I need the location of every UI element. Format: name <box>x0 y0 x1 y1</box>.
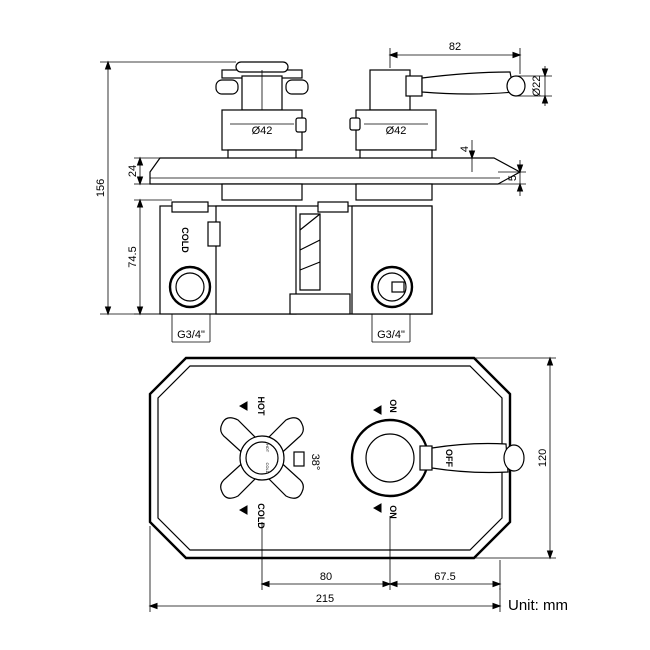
on-bottom-marker-icon <box>372 503 382 513</box>
dim-inlet-right: G3/4" <box>377 329 405 341</box>
dim-body-height: 74.5 <box>127 246 139 267</box>
dim-diverter-dia: Ø42 <box>252 125 273 137</box>
dim-handle-dia: Ø22 <box>531 76 543 97</box>
dim-total-height: 156 <box>95 179 107 197</box>
markers <box>238 401 382 515</box>
label-off: OFF <box>444 449 454 467</box>
dim-handle-offset: 82 <box>449 41 461 53</box>
dim-plate-height-front: 120 <box>537 449 549 467</box>
left-cross-handle <box>215 61 309 161</box>
side-dimensions <box>100 48 552 343</box>
label-on-top: ON <box>388 399 398 413</box>
cold-marker-icon <box>238 505 248 515</box>
label-on-bottom: ON <box>388 505 398 519</box>
dim-spacing-centers: 80 <box>320 571 332 583</box>
dim-inlet-left: G3/4" <box>177 329 205 341</box>
lever-handle-front <box>350 418 525 498</box>
label-cold-side: COLD <box>180 227 190 253</box>
front-view: HOT COLD ON ON OFF HOT COLD 38° <box>148 356 556 612</box>
dim-spacing-right: 67.5 <box>434 571 455 583</box>
dim-temp-mark: 38° <box>309 454 321 471</box>
right-lever-handle <box>349 69 526 161</box>
front-dimensions <box>148 356 556 612</box>
on-top-marker-icon <box>372 405 382 415</box>
hot-marker-icon <box>238 401 248 411</box>
label-cold: COLD <box>256 503 266 529</box>
cover-plate-side <box>149 157 522 185</box>
knob-label-hot: HOT <box>265 444 270 453</box>
dim-plate-thickness: 4 <box>459 146 471 152</box>
side-view: 82 Ø22 Ø42 Ø42 156 24 74.5 4 5 G3/4" G3/… <box>95 41 552 343</box>
label-hot: HOT <box>256 397 266 417</box>
unit-label: Unit: mm <box>508 597 568 614</box>
dim-plate-width: 215 <box>316 593 334 605</box>
dim-thermo-dia: Ø42 <box>386 125 407 137</box>
dim-plate-height: 24 <box>127 165 139 177</box>
knob-label-cold: COLD <box>265 462 270 473</box>
cross-handle-front <box>220 417 305 499</box>
valve-body-side <box>159 183 433 315</box>
dim-plate-edge: 5 <box>507 175 519 181</box>
